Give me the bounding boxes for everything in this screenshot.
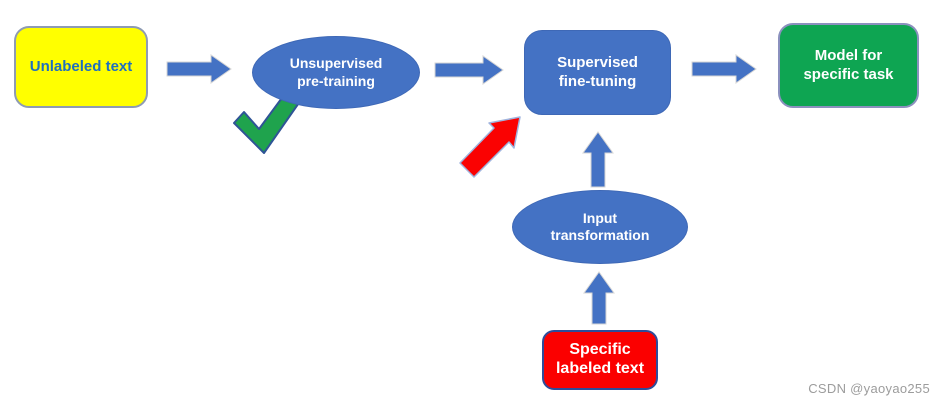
node-unlabeled-text-label: Unlabeled text <box>29 57 133 75</box>
arrow-finetuning-to-model-icon <box>691 54 757 84</box>
arrow-pretraining-to-finetuning-icon <box>434 55 504 85</box>
red-highlight-arrow-icon <box>459 116 521 178</box>
node-supervised-finetuning-line2: fine-tuning <box>558 72 637 90</box>
node-unsupervised-pretraining: Unsupervised pre-training <box>252 36 420 109</box>
arrow-unlabeled-to-pretraining-icon <box>166 54 232 84</box>
node-specific-labeled-text-line2: labeled text <box>555 360 645 377</box>
node-input-transformation-line2: transformation <box>550 227 650 243</box>
node-unlabeled-text: Unlabeled text <box>14 26 148 108</box>
node-input-transformation-line1: Input <box>582 209 618 226</box>
watermark-text: CSDN @yaoyao255 <box>808 381 930 396</box>
node-supervised-finetuning: Supervised fine-tuning <box>524 30 671 115</box>
node-model-for-specific-task: Model for specific task <box>778 23 919 108</box>
node-supervised-finetuning-line1: Supervised <box>557 54 638 72</box>
node-model-line2: specific task <box>803 65 894 83</box>
node-input-transformation: Input transformation <box>512 190 688 264</box>
node-specific-labeled-text-line1: Specific <box>569 341 631 359</box>
node-unsupervised-pretraining-line2: pre-training <box>297 72 375 89</box>
node-unsupervised-pretraining-line1: Unsupervised <box>289 55 383 72</box>
arrow-labeledtext-to-transformation-icon <box>583 271 615 325</box>
node-specific-labeled-text: Specific labeled text <box>542 330 658 390</box>
node-model-line1: Model for <box>814 47 883 65</box>
arrow-transformation-to-finetuning-icon <box>582 131 614 188</box>
